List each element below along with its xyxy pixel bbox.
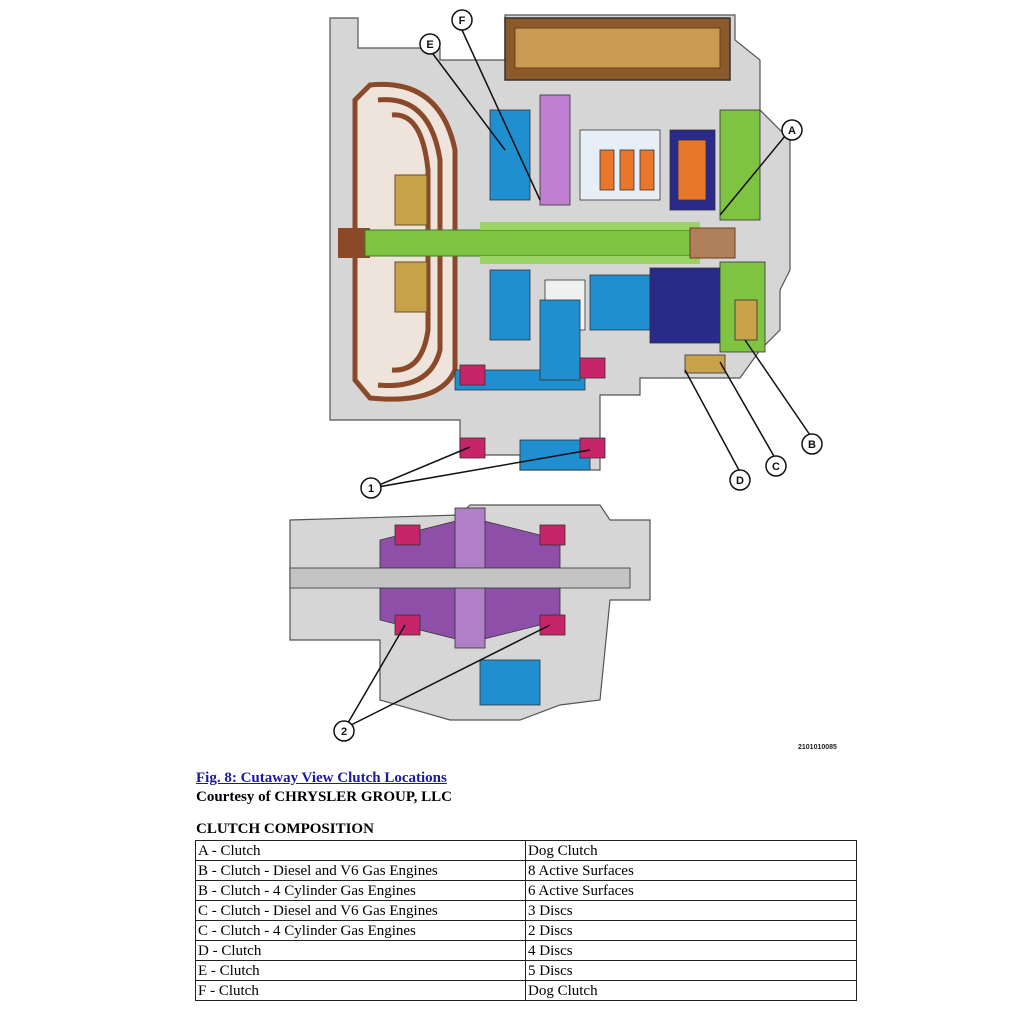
clutch-name-cell: F - Clutch bbox=[195, 980, 526, 1001]
clutch-spec-cell: 2 Discs bbox=[525, 920, 857, 941]
callout-labels: F E A B C D 1 2 bbox=[341, 15, 816, 738]
table-title: CLUTCH COMPOSITION bbox=[196, 821, 374, 837]
clutch-name-cell: B - Clutch - 4 Cylinder Gas Engines bbox=[195, 880, 526, 901]
figure-caption-link[interactable]: Fig. 8: Cutaway View Clutch Locations bbox=[196, 770, 447, 786]
callout-label-1: 1 bbox=[368, 483, 374, 495]
clutch-name-cell: C - Clutch - Diesel and V6 Gas Engines bbox=[195, 900, 526, 921]
clutch-spec-cell: 4 Discs bbox=[525, 940, 857, 961]
clutch-name-cell: D - Clutch bbox=[195, 940, 526, 961]
callout-leaders bbox=[344, 29, 811, 729]
clutch-name-cell: C - Clutch - 4 Cylinder Gas Engines bbox=[195, 920, 526, 941]
clutch-spec-cell: Dog Clutch bbox=[525, 840, 857, 861]
figure-code: 2101010085 bbox=[798, 744, 837, 751]
callout-label-2: 2 bbox=[341, 726, 347, 738]
callout-label-d: D bbox=[736, 475, 744, 487]
callout-label-b: B bbox=[808, 439, 816, 451]
callout-circles bbox=[333, 9, 823, 742]
input-shaft bbox=[364, 222, 736, 264]
figure-courtesy: Courtesy of CHRYSLER GROUP, LLC bbox=[196, 789, 453, 805]
converter-gold bbox=[394, 174, 428, 313]
callout-label-c: C bbox=[772, 461, 780, 473]
clutch-spec-cell: 6 Active Surfaces bbox=[525, 880, 857, 901]
callout-label-f: F bbox=[459, 15, 466, 27]
clutch-name-cell: B - Clutch - Diesel and V6 Gas Engines bbox=[195, 860, 526, 881]
callout-label-a: A bbox=[788, 125, 796, 137]
clutch-spec-cell: 3 Discs bbox=[525, 900, 857, 921]
clutch-components bbox=[454, 94, 766, 471]
callout-label-e: E bbox=[426, 39, 433, 51]
clutch-name-cell: E - Clutch bbox=[195, 960, 526, 981]
clutch-name-cell: A - Clutch bbox=[195, 840, 526, 861]
oil-pan bbox=[504, 17, 731, 81]
differential bbox=[289, 507, 631, 706]
clutch-spec-cell: 8 Active Surfaces bbox=[525, 860, 857, 881]
clutch-spec-cell: Dog Clutch bbox=[525, 980, 857, 1001]
clutch-spec-cell: 5 Discs bbox=[525, 960, 857, 981]
cutaway-diagram: F E A B C D 1 2 bbox=[289, 9, 823, 742]
